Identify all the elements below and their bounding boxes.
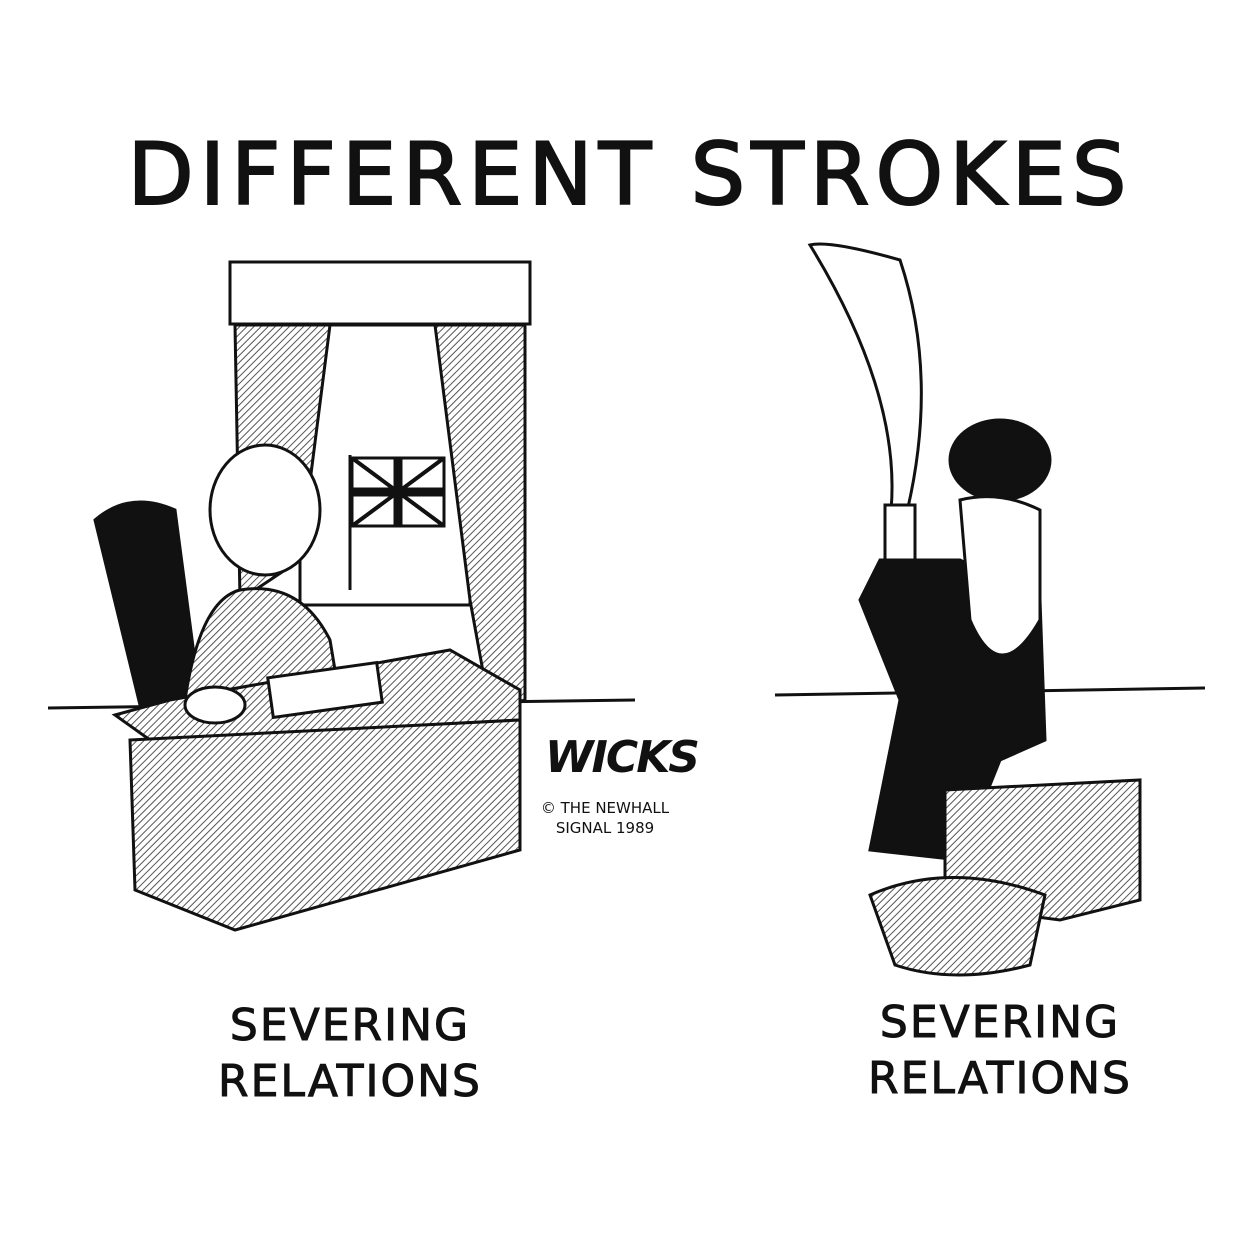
copyright-notice: © THE NEWHALL SIGNAL 1989: [535, 798, 675, 838]
paper: [266, 660, 384, 720]
hand: [883, 503, 917, 567]
cleric-face-beard: [958, 495, 1042, 657]
woman-head: [208, 443, 322, 577]
telephone: [183, 685, 247, 725]
office-chair: [93, 500, 202, 707]
right-caption-line2: RELATIONS: [868, 1053, 1132, 1105]
scimitar: [807, 242, 923, 522]
desk-body: [128, 718, 522, 932]
copyright-line1: © THE NEWHALL: [540, 799, 670, 817]
right-caption-line1: SEVERING: [879, 997, 1121, 1049]
copyright-line2: SIGNAL 1989: [555, 819, 655, 837]
left-caption-line1: SEVERING: [229, 1000, 471, 1052]
left-caption: SEVERING RELATIONS: [200, 998, 500, 1110]
artist-signature: WICKS: [545, 732, 700, 783]
office-scene: [47, 260, 636, 932]
cartoon-title: DIFFERENT STROKES: [126, 124, 1133, 226]
basket: [868, 876, 1047, 977]
turban: [948, 418, 1052, 502]
valance: [228, 260, 532, 326]
right-caption: SEVERING RELATIONS: [850, 995, 1150, 1107]
executioner-scene: [774, 242, 1206, 977]
left-caption-line2: RELATIONS: [218, 1056, 482, 1108]
